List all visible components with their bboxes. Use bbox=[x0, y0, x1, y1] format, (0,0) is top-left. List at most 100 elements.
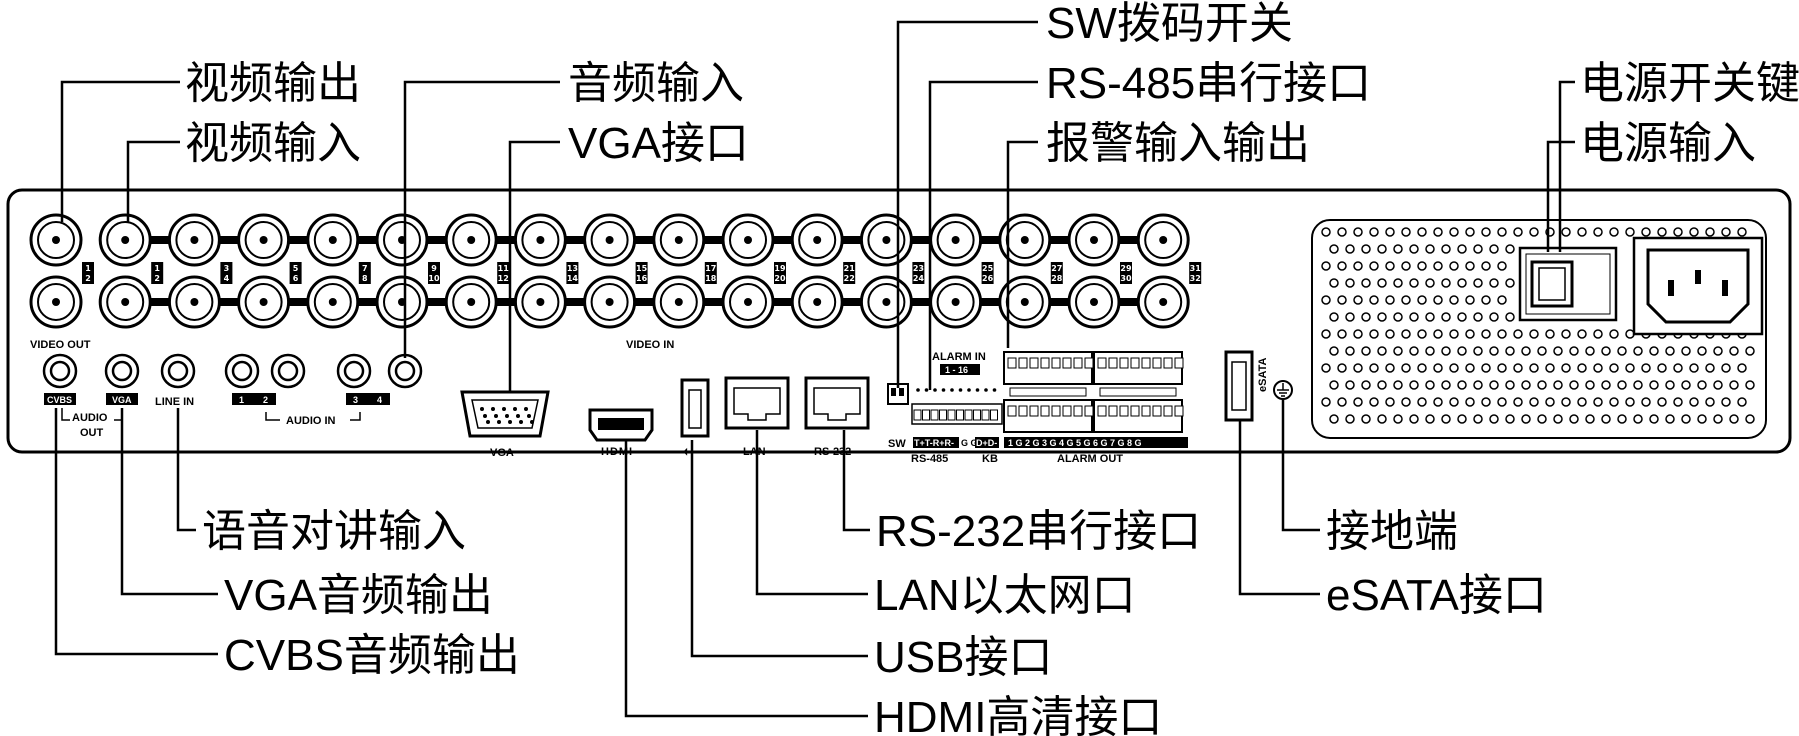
terminal-screw bbox=[1073, 405, 1083, 417]
bnc-channel-numbers: 1212345678910111213141516171819202122232… bbox=[82, 262, 1202, 284]
callout-talkback-in: 语音对讲输入 bbox=[202, 507, 466, 556]
callout-power-in: 电源输入 bbox=[1580, 119, 1756, 168]
vent-hole bbox=[1417, 329, 1427, 339]
vent-hole bbox=[1401, 363, 1411, 373]
vent-hole bbox=[1433, 295, 1443, 305]
bnc-pin bbox=[52, 298, 60, 306]
vent-hole bbox=[1593, 329, 1603, 339]
vent-hole bbox=[1449, 227, 1459, 237]
vent-hole bbox=[1585, 414, 1595, 424]
vent-hole bbox=[1505, 312, 1515, 322]
vent-hole bbox=[1657, 363, 1667, 373]
vent-hole bbox=[1377, 346, 1387, 356]
vent-hole bbox=[1505, 380, 1515, 390]
vent-hole bbox=[1417, 227, 1427, 237]
terminal-screw bbox=[1119, 405, 1129, 417]
channel-tag bbox=[1050, 262, 1063, 284]
panel-label-rs485: RS-485 bbox=[911, 453, 948, 465]
bnc-pin bbox=[328, 298, 337, 306]
vent-hole bbox=[1401, 261, 1411, 271]
vent-hole bbox=[1521, 380, 1531, 390]
vent-hole bbox=[1497, 363, 1507, 373]
vent-hole bbox=[1497, 227, 1507, 237]
panel-label-video-out: VIDEO OUT bbox=[30, 339, 91, 351]
vent-hole bbox=[1417, 295, 1427, 305]
vent-hole bbox=[1697, 346, 1707, 356]
terminal-screw bbox=[973, 409, 981, 421]
panel-label-alarm-out-pins: 1 G 2 G 3 G 4 G 5 G 6 G 7 G 8 G bbox=[1008, 438, 1142, 448]
channel-tag bbox=[428, 262, 440, 284]
vga-pin bbox=[494, 414, 498, 418]
bnc-pin bbox=[1159, 236, 1168, 244]
bnc-pin bbox=[813, 236, 822, 244]
channel-number: 27 bbox=[1051, 264, 1062, 273]
vent-hole bbox=[1705, 397, 1715, 407]
panel-label-video-in: VIDEO IN bbox=[626, 339, 674, 351]
vent-hole bbox=[1633, 380, 1643, 390]
terminal-divider bbox=[1099, 387, 1177, 397]
terminal-pin bbox=[933, 388, 937, 392]
terminal-pin bbox=[992, 388, 997, 392]
vent-hole bbox=[1553, 380, 1563, 390]
panel-label-g: G G bbox=[961, 438, 978, 448]
vent-hole bbox=[1513, 329, 1523, 339]
vent-hole bbox=[1569, 380, 1579, 390]
vent-hole bbox=[1545, 329, 1555, 339]
vent-hole bbox=[1353, 227, 1363, 237]
vent-hole bbox=[1457, 346, 1467, 356]
vga-pin bbox=[486, 420, 490, 424]
callout-video-in: 视频输入 bbox=[185, 119, 361, 168]
vent-hole bbox=[1409, 380, 1419, 390]
terminal-screw bbox=[1141, 357, 1151, 369]
callout-vga-audio-out: VGA音频输出 bbox=[224, 571, 493, 620]
channel-number: 25 bbox=[982, 264, 994, 273]
vent-hole bbox=[1361, 278, 1371, 288]
vent-hole bbox=[1393, 414, 1403, 424]
vent-hole bbox=[1465, 261, 1475, 271]
vent-hole bbox=[1577, 329, 1587, 339]
vent-hole bbox=[1377, 244, 1387, 254]
channel-number: 16 bbox=[636, 274, 648, 283]
vent-hole bbox=[1473, 312, 1483, 322]
bnc-pin bbox=[882, 298, 891, 306]
terminal-screw bbox=[964, 409, 973, 421]
vent-hole bbox=[1433, 397, 1443, 407]
panel-label-audio-out-1: AUDIO bbox=[72, 412, 108, 424]
vent-hole bbox=[1409, 312, 1419, 322]
bnc-pin bbox=[1090, 298, 1098, 306]
vent-hole bbox=[1505, 346, 1515, 356]
terminal-screw bbox=[1084, 405, 1094, 417]
vga-pin bbox=[508, 420, 512, 424]
vent-hole bbox=[1633, 346, 1643, 356]
vent-hole bbox=[1361, 380, 1371, 390]
vent-hole bbox=[1681, 380, 1691, 390]
vent-hole bbox=[1729, 414, 1739, 424]
vent-hole bbox=[1537, 346, 1547, 356]
vent-hole bbox=[1401, 397, 1411, 407]
usb-symbol-icon: ⭠ bbox=[683, 441, 696, 460]
vent-hole bbox=[1393, 312, 1403, 322]
panel-label-kb: KB bbox=[982, 453, 998, 465]
vent-hole bbox=[1449, 397, 1459, 407]
vent-hole bbox=[1641, 227, 1651, 237]
vent-hole bbox=[1417, 261, 1427, 271]
vent-hole bbox=[1345, 414, 1355, 424]
vent-hole bbox=[1385, 397, 1395, 407]
bnc-pin bbox=[605, 236, 614, 244]
vent-hole bbox=[1465, 329, 1475, 339]
channel-number: 9 bbox=[431, 264, 437, 273]
terminal-screw bbox=[1051, 405, 1061, 417]
panel-label-line-in: LINE IN bbox=[155, 396, 194, 408]
vent-hole bbox=[1441, 312, 1451, 322]
vent-hole bbox=[1697, 414, 1707, 424]
vent-hole bbox=[1345, 312, 1355, 322]
vent-hole bbox=[1465, 363, 1475, 373]
panel-label-hdmi: HDMI bbox=[601, 446, 633, 458]
vent-hole bbox=[1721, 397, 1731, 407]
vent-hole bbox=[1745, 346, 1755, 356]
audio-in-ch-3: 3 bbox=[353, 395, 358, 405]
vent-hole bbox=[1553, 414, 1563, 424]
vent-hole bbox=[1609, 363, 1619, 373]
vent-hole bbox=[1393, 244, 1403, 254]
vga-pin bbox=[530, 420, 534, 424]
